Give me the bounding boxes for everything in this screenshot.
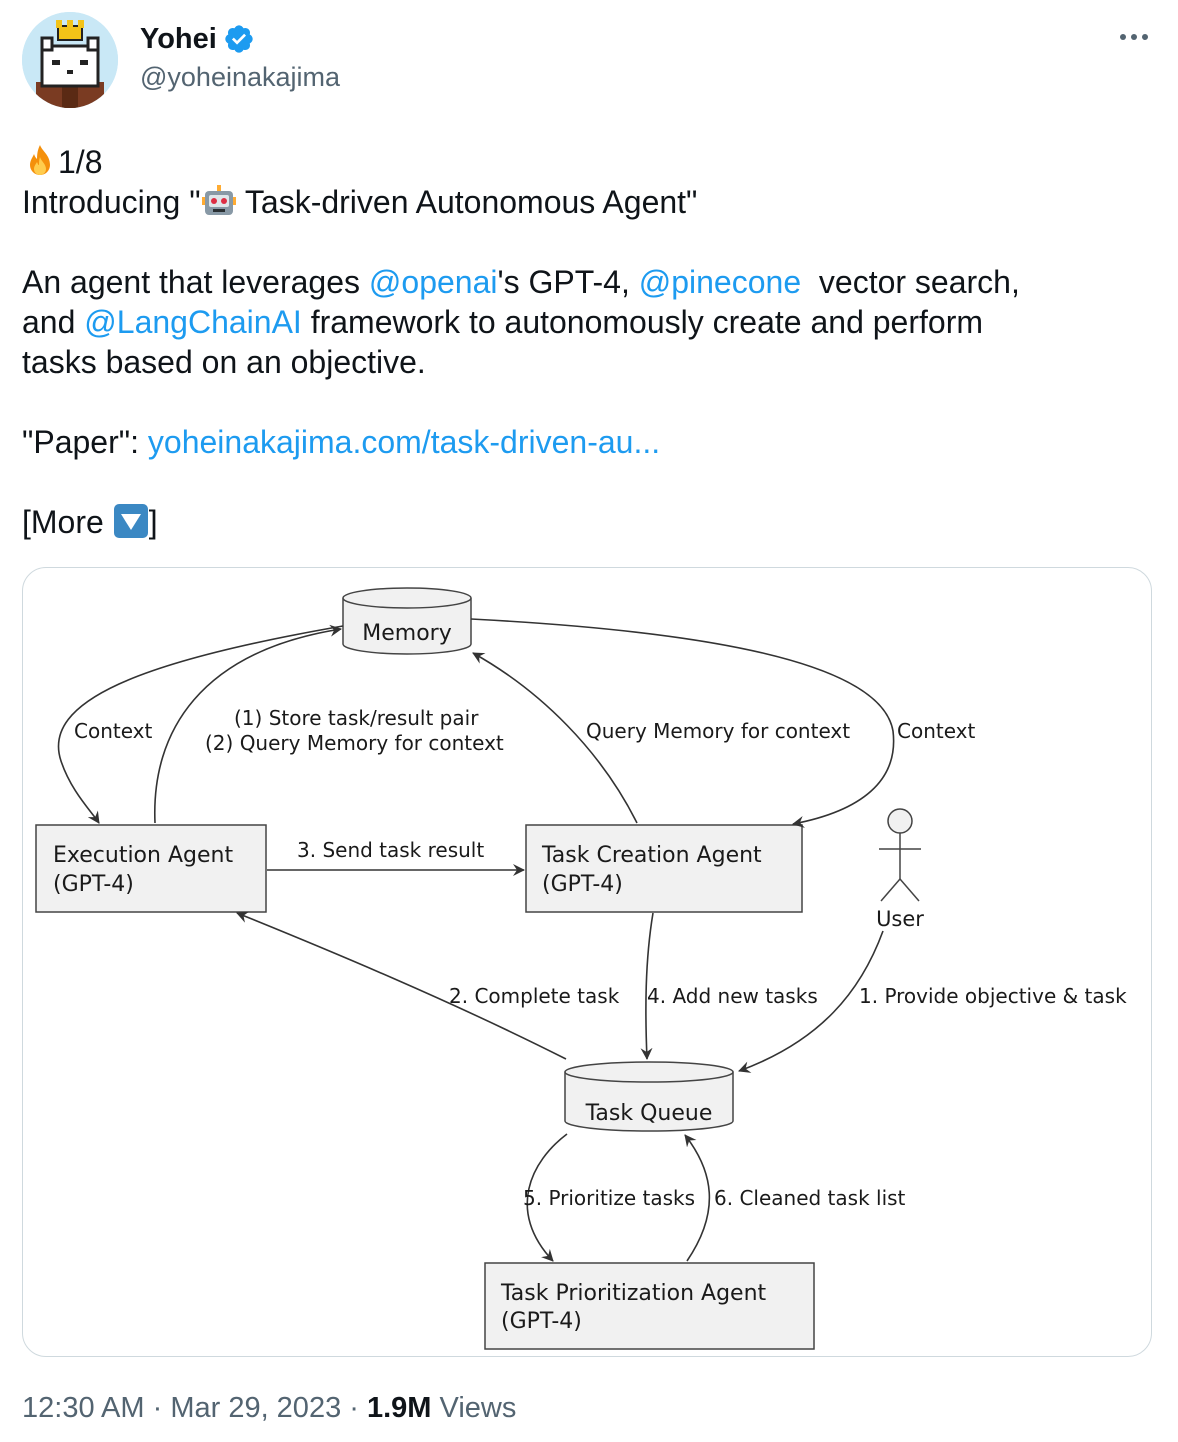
text-segment: An agent that leverages <box>22 264 369 300</box>
execution-agent-model: (GPT-4) <box>53 872 134 897</box>
dot-icon <box>1142 34 1148 40</box>
execution-agent-label: Execution Agent <box>53 843 233 868</box>
tweet-paper-line: "Paper": yoheinakajima.com/task-driven-a… <box>22 422 1152 462</box>
robot-icon <box>201 185 236 215</box>
tweet-line-1: 1/8 <box>22 142 1152 182</box>
edge-label-cleaned: 6. Cleaned task list <box>714 1186 906 1210</box>
task-prioritization-agent-label: Task Prioritization Agent <box>500 1281 767 1306</box>
memory-label: Memory <box>362 621 451 646</box>
text-segment: and <box>22 304 85 340</box>
user-actor: User <box>876 808 924 931</box>
mention-openai-link[interactable]: @openai <box>368 264 498 300</box>
author-name[interactable]: Yohei <box>140 22 217 55</box>
edge-execution-to-memory <box>154 624 342 824</box>
task-creation-agent-node: Task Creation Agent (GPT-4) <box>525 824 803 913</box>
text-segment: 's GPT-4, <box>497 264 639 300</box>
more-options-button[interactable] <box>1112 22 1156 52</box>
tweet-paragraph-1: An agent that leverages @openai's GPT-4,… <box>22 262 1152 302</box>
user-label: User <box>876 907 924 931</box>
thread-counter: 1/8 <box>58 144 103 180</box>
edge-memory-to-creation <box>470 618 895 828</box>
text-segment: vector search, <box>801 264 1020 300</box>
separator-dot: · <box>349 1392 367 1424</box>
tweet-more-line: [More ] <box>22 502 1152 542</box>
edge-label-prioritize: 5. Prioritize tasks <box>523 1186 695 1210</box>
edge-queue-to-execution <box>236 911 567 1060</box>
edge-label-provide-objective: 1. Provide objective & task <box>859 984 1127 1008</box>
more-prefix: [More <box>22 504 113 540</box>
views-label: Views <box>439 1392 517 1424</box>
paper-label: "Paper": <box>22 424 148 460</box>
tweet-line-2: Introducing " Task-driven Autonomous Age… <box>22 182 1152 222</box>
dot-icon <box>1131 34 1137 40</box>
mention-pinecone-link[interactable]: @pinecone <box>638 264 802 300</box>
edge-queue-to-prioritization <box>526 1133 568 1262</box>
paper-link[interactable]: yoheinakajima.com/task-driven-au... <box>147 424 661 460</box>
mention-langchain-link[interactable]: @LangChainAI <box>84 304 302 340</box>
tweet-author: Yohei @yoheinakajima <box>140 20 340 93</box>
separator-dot: · <box>152 1392 171 1424</box>
edge-creation-to-memory <box>472 652 638 824</box>
tweet-time-link[interactable]: 12:30 AM <box>22 1392 145 1424</box>
edge-prioritization-to-queue <box>684 1134 711 1262</box>
agent-flow-diagram: Memory Execution Agent (GPT-4) Task Crea… <box>35 587 1127 1350</box>
views-count: 1.9M <box>366 1392 432 1424</box>
edge-label-store-1: (1) Store task/result pair <box>234 706 479 730</box>
diagram-edges <box>57 618 895 1262</box>
edge-label-add-tasks: 4. Add new tasks <box>647 984 818 1008</box>
edge-label-send-result: 3. Send task result <box>297 838 484 862</box>
tweet-text: 1/8 Introducing " Task-driven Autonomous… <box>22 142 1152 542</box>
media-image-card[interactable]: Memory Execution Agent (GPT-4) Task Crea… <box>22 567 1152 1357</box>
avatar[interactable] <box>22 12 118 108</box>
intro-text: Introducing " <box>22 184 201 220</box>
tweet-paragraph-3: tasks based on an objective. <box>22 344 426 380</box>
task-creation-agent-label: Task Creation Agent <box>541 843 762 868</box>
verified-badge-icon[interactable] <box>223 23 255 55</box>
tweet-meta: 12:30 AM · Mar 29, 2023 · 1.9M Views <box>22 1392 516 1425</box>
edge-label-query-memory: Query Memory for context <box>586 719 850 743</box>
task-queue-node: Task Queue <box>564 1061 734 1132</box>
dot-icon <box>1120 34 1126 40</box>
pixel-art-cat-with-crown-icon <box>22 12 118 108</box>
edge-label-context-left: Context <box>74 719 153 743</box>
edge-creation-to-queue <box>640 912 654 1060</box>
edge-label-complete-task: 2. Complete task <box>449 984 620 1008</box>
execution-agent-node: Execution Agent (GPT-4) <box>35 824 267 913</box>
text-segment: framework to autonomously create and per… <box>301 304 983 340</box>
more-suffix: ] <box>148 504 158 540</box>
task-prioritization-agent-model: (GPT-4) <box>501 1309 582 1334</box>
memory-node: Memory <box>342 587 472 655</box>
task-creation-agent-model: (GPT-4) <box>542 872 623 897</box>
fire-icon <box>30 145 50 175</box>
intro-title: Task-driven Autonomous Agent" <box>236 184 698 220</box>
edge-label-context-right: Context <box>897 719 976 743</box>
tweet-date-link[interactable]: Mar 29, 2023 <box>170 1392 342 1424</box>
tweet-paragraph-2: and @LangChainAI framework to autonomous… <box>22 302 1152 342</box>
edge-memory-to-execution <box>57 625 344 824</box>
edge-user-to-queue <box>738 930 884 1073</box>
task-queue-label: Task Queue <box>585 1101 713 1126</box>
down-arrow-button-icon <box>113 504 148 538</box>
edge-labels: Context (1) Store task/result pair (2) Q… <box>74 706 1127 1210</box>
author-handle[interactable]: @yoheinakajima <box>140 62 341 92</box>
task-prioritization-agent-node: Task Prioritization Agent (GPT-4) <box>484 1262 815 1350</box>
edge-label-store-2: (2) Query Memory for context <box>205 731 504 755</box>
